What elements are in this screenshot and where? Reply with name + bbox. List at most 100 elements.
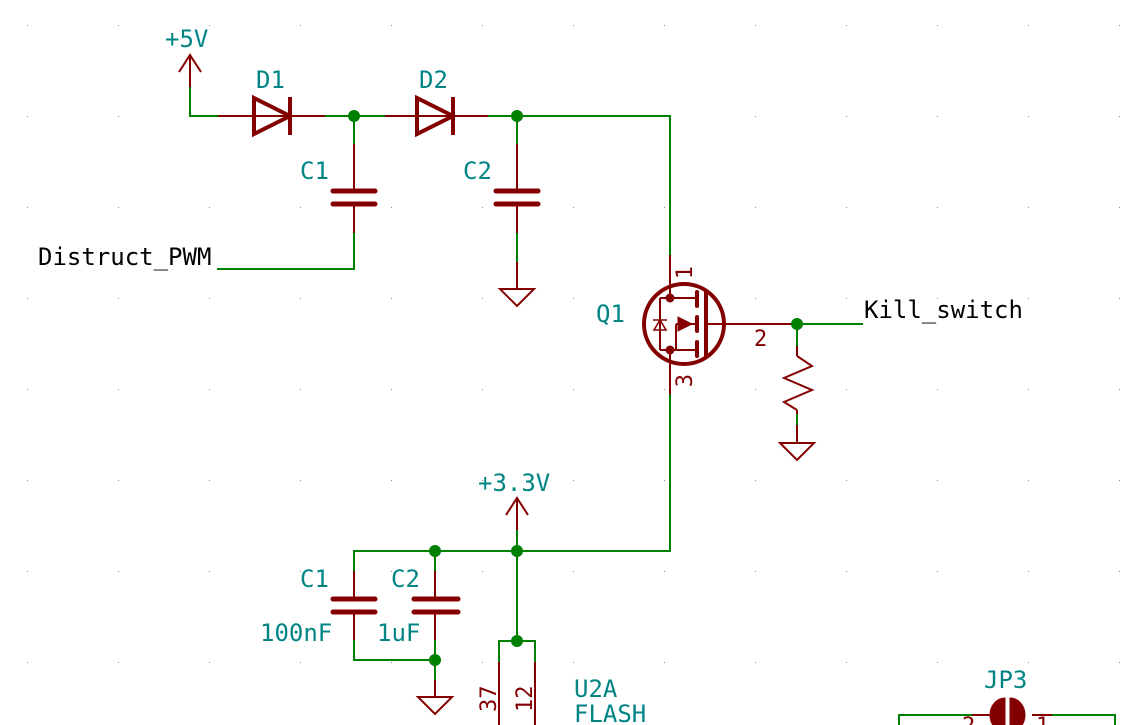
grid-dot: [1119, 116, 1120, 117]
q1-ref: Q1: [596, 300, 625, 328]
grid-dot: [1119, 298, 1120, 299]
junction: [429, 654, 441, 666]
jp3-ref: JP3: [984, 666, 1027, 694]
grid-dot: [755, 389, 756, 390]
diode-d1[interactable]: D1: [218, 66, 325, 138]
c2-top-ref: C2: [463, 157, 492, 185]
grid-dot: [391, 25, 392, 26]
grid-dot: [1119, 207, 1120, 208]
u2a-value: FLASH: [574, 700, 646, 725]
grid-dot: [1028, 207, 1029, 208]
grid-dot: [300, 480, 301, 481]
capacitor-c1-top[interactable]: C1: [300, 144, 378, 233]
ic-u2a-flash[interactable]: 37 12 U2A FLASH: [477, 662, 646, 725]
grid-dot: [300, 662, 301, 663]
grid-dot: [300, 207, 301, 208]
grid-dot: [391, 389, 392, 390]
grid-dot: [300, 571, 301, 572]
u2a-pin-37: 37: [477, 686, 502, 713]
grid-dot: [846, 389, 847, 390]
d1-ref: D1: [256, 66, 285, 94]
capacitor-c2-top[interactable]: C2: [463, 144, 541, 233]
grid-dot: [1119, 389, 1120, 390]
power-label-3v3: +3.3V: [478, 469, 550, 497]
grid-dot: [209, 571, 210, 572]
power-symbol-3v3[interactable]: +3.3V: [478, 469, 550, 530]
grid-dot: [664, 480, 665, 481]
grid-dot: [118, 662, 119, 663]
grid-dot: [118, 207, 119, 208]
grid-dot: [118, 480, 119, 481]
grid-dot: [391, 571, 392, 572]
grid-dot: [573, 480, 574, 481]
grid-dot: [664, 25, 665, 26]
power-label-5v: +5V: [165, 25, 208, 53]
grid-dot: [391, 207, 392, 208]
capacitor-c2-bottom[interactable]: C2 1uF: [377, 565, 461, 647]
q1-pin-gate: 2: [754, 327, 767, 352]
c1-bottom-ref: C1: [300, 565, 329, 593]
grid-dot: [1119, 662, 1120, 663]
grid-dot: [118, 571, 119, 572]
grid-dot: [27, 116, 28, 117]
grid-dot: [27, 662, 28, 663]
grid-dot: [27, 389, 28, 390]
capacitor-c1-bottom[interactable]: C1 100nF: [260, 565, 378, 647]
grid-dot: [27, 25, 28, 26]
grid-dot: [937, 571, 938, 572]
c1-bottom-value: 100nF: [260, 619, 332, 647]
ground-symbol-c2[interactable]: [497, 262, 537, 308]
grid-dot: [937, 480, 938, 481]
grid-dot: [755, 571, 756, 572]
junction: [511, 635, 523, 647]
grid-dot: [937, 389, 938, 390]
junction: [348, 110, 360, 122]
resistor-pulldown[interactable]: [777, 323, 817, 462]
grid-dot: [209, 389, 210, 390]
grid-dot: [118, 116, 119, 117]
mosfet-q1[interactable]: Q1 1 3 2: [596, 255, 797, 395]
grid-dot: [209, 207, 210, 208]
net-label-distruct-pwm[interactable]: Distruct_PWM: [38, 243, 211, 271]
grid-dot: [846, 571, 847, 572]
grid-dot: [937, 116, 938, 117]
diode-d2[interactable]: D2: [385, 66, 488, 138]
jumper-jp3[interactable]: JP3 2 1: [962, 666, 1052, 725]
grid-dot: [846, 25, 847, 26]
grid-dot: [755, 298, 756, 299]
junction: [429, 545, 441, 557]
junction: [511, 545, 523, 557]
net-label-kill-switch[interactable]: Kill_switch: [864, 296, 1023, 324]
grid-dot: [1028, 662, 1029, 663]
q1-pin-source: 3: [673, 374, 698, 387]
u2a-pin-12: 12: [513, 686, 538, 713]
grid-dot: [300, 298, 301, 299]
grid-dot: [1028, 389, 1029, 390]
grid-dot: [573, 662, 574, 663]
power-symbol-5v[interactable]: +5V: [165, 25, 208, 88]
grid-dot: [846, 480, 847, 481]
grid-dot: [300, 25, 301, 26]
grid-dot: [755, 116, 756, 117]
grid-dot: [482, 207, 483, 208]
c1-top-ref: C1: [300, 157, 329, 185]
grid-dot: [1119, 480, 1120, 481]
grid-dot: [846, 662, 847, 663]
grid-dot: [482, 480, 483, 481]
grid-dot: [755, 207, 756, 208]
grid-dot: [27, 571, 28, 572]
grid-dot: [482, 298, 483, 299]
c2-bottom-value: 1uF: [377, 619, 420, 647]
ground-symbol-bottom[interactable]: [415, 680, 455, 716]
grid-dot: [755, 25, 756, 26]
grid-dot: [482, 571, 483, 572]
grid-dot: [573, 25, 574, 26]
grid-dots: [27, 25, 1120, 663]
grid-dot: [118, 298, 119, 299]
grid-dot: [573, 389, 574, 390]
grid-dot: [209, 662, 210, 663]
grid-dot: [937, 207, 938, 208]
grid-dot: [1119, 571, 1120, 572]
grid-dot: [664, 389, 665, 390]
